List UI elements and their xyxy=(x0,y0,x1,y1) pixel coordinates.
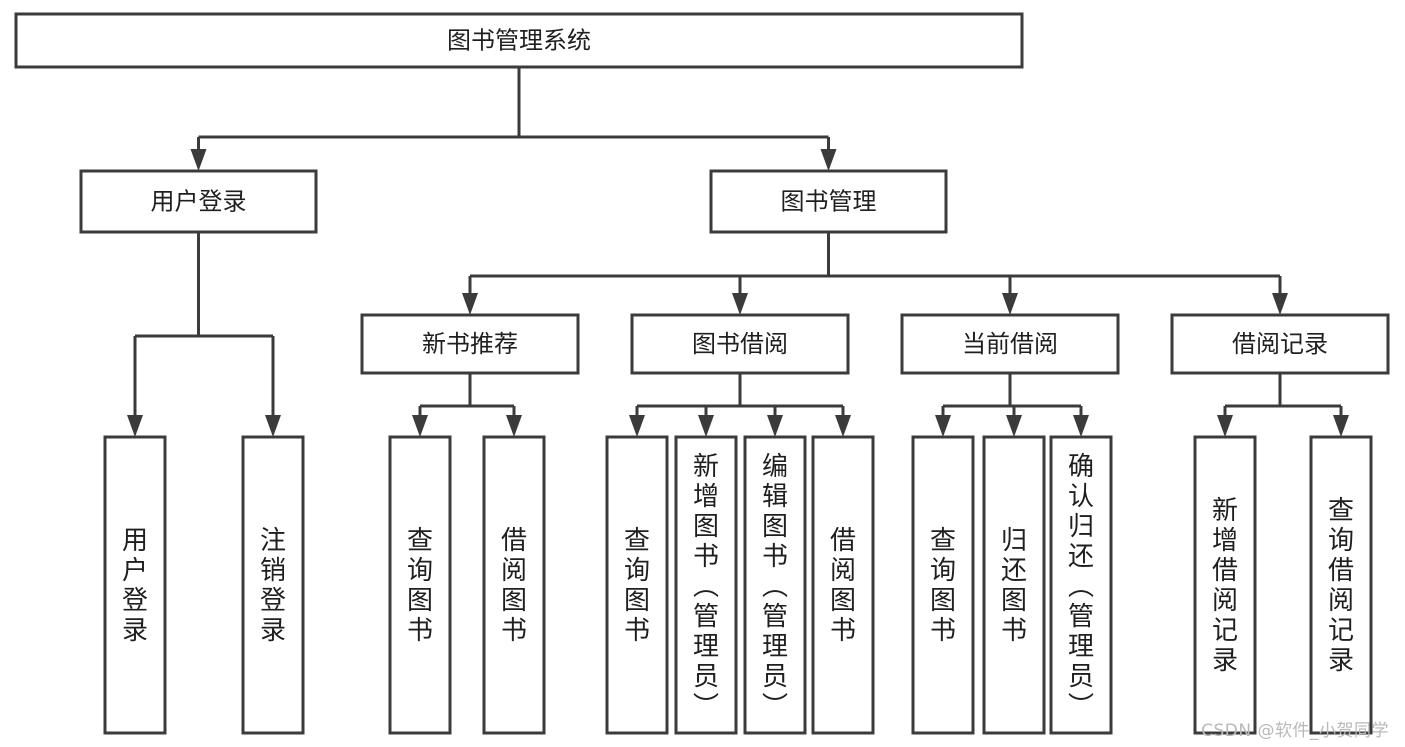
node-label-leaf-return-book: 归还图书 xyxy=(1001,526,1027,646)
arrow-head-icon xyxy=(127,415,143,437)
node-label-leaf-logout: 注销登录 xyxy=(260,526,286,646)
node-box-leaf-query-book-1[interactable] xyxy=(388,435,452,735)
node-box-new-book-recommend[interactable] xyxy=(360,313,580,375)
arrow-head-icon xyxy=(412,415,428,437)
node-box-book-management[interactable] xyxy=(709,169,948,234)
node-leaf-query-book-3[interactable]: 查询图书 xyxy=(911,435,975,735)
node-leaf-logout[interactable]: 注销登录 xyxy=(241,435,305,735)
arrow-head-icon xyxy=(629,415,645,437)
node-box-borrow-record[interactable] xyxy=(1170,313,1390,375)
node-box-leaf-logout[interactable] xyxy=(241,435,305,735)
arrow-head-icon xyxy=(1217,415,1233,437)
node-box-leaf-query-book-2[interactable] xyxy=(605,435,669,735)
arrow-head-icon xyxy=(820,149,837,171)
node-label-leaf-edit-book: 编辑图书︵管理员︶ xyxy=(762,452,788,722)
node-leaf-borrow-book-1[interactable]: 借阅图书 xyxy=(482,435,546,735)
node-box-leaf-add-record[interactable] xyxy=(1193,435,1257,735)
node-leaf-add-record[interactable]: 新增借阅记录 xyxy=(1193,435,1257,735)
node-borrow-record[interactable]: 借阅记录 xyxy=(1170,313,1390,375)
node-label-book-borrow: 图书借阅 xyxy=(692,330,788,358)
node-label-book-management: 图书管理 xyxy=(781,188,877,216)
node-book-management[interactable]: 图书管理 xyxy=(709,169,948,234)
node-label-root: 图书管理系统 xyxy=(447,27,591,55)
node-label-leaf-user-login: 用户登录 xyxy=(122,526,148,646)
node-label-leaf-query-book-3: 查询图书 xyxy=(930,526,956,646)
node-book-borrow[interactable]: 图书借阅 xyxy=(630,313,850,375)
node-box-leaf-query-book-3[interactable] xyxy=(911,435,975,735)
node-label-leaf-borrow-book-2: 借阅图书 xyxy=(830,526,856,646)
arrow-head-icon xyxy=(767,415,783,437)
connector-group-book-borrow xyxy=(629,373,851,437)
node-leaf-return-book[interactable]: 归还图书 xyxy=(982,435,1046,735)
arrow-head-icon xyxy=(265,415,281,437)
connector-group-new-book-recommend xyxy=(412,373,522,437)
node-label-new-book-recommend: 新书推荐 xyxy=(422,330,518,358)
node-leaf-add-book[interactable]: 新增图书︵管理员︶ xyxy=(674,435,738,735)
node-leaf-query-record[interactable]: 查询借阅记录 xyxy=(1309,435,1373,735)
arrow-head-icon xyxy=(506,415,522,437)
node-box-user-login[interactable] xyxy=(79,169,318,234)
node-label-leaf-add-record: 新增借阅记录 xyxy=(1212,496,1238,676)
arrow-head-icon xyxy=(1073,415,1089,437)
arrow-head-icon xyxy=(1333,415,1349,437)
node-label-borrow-record: 借阅记录 xyxy=(1232,330,1328,358)
node-box-leaf-user-login[interactable] xyxy=(103,435,167,735)
node-label-leaf-query-book-2: 查询图书 xyxy=(624,526,650,646)
node-new-book-recommend[interactable]: 新书推荐 xyxy=(360,313,580,375)
node-label-current-borrow: 当前借阅 xyxy=(962,330,1058,358)
arrow-head-icon xyxy=(1272,293,1288,315)
node-leaf-borrow-book-2[interactable]: 借阅图书 xyxy=(811,435,875,735)
node-leaf-confirm-return[interactable]: 确认归还︵管理员︶ xyxy=(1049,435,1113,735)
node-label-leaf-query-book-1: 查询图书 xyxy=(407,526,433,646)
node-box-leaf-return-book[interactable] xyxy=(982,435,1046,735)
node-root[interactable]: 图书管理系统 xyxy=(14,12,1024,69)
node-user-login[interactable]: 用户登录 xyxy=(79,169,318,234)
node-leaf-query-book-1[interactable]: 查询图书 xyxy=(388,435,452,735)
arrow-head-icon xyxy=(1002,293,1018,315)
node-label-leaf-query-record: 查询借阅记录 xyxy=(1328,496,1354,676)
node-leaf-edit-book[interactable]: 编辑图书︵管理员︶ xyxy=(743,435,807,735)
node-leaf-query-book-2[interactable]: 查询图书 xyxy=(605,435,669,735)
node-box-leaf-add-book[interactable] xyxy=(674,435,738,735)
arrow-head-icon xyxy=(1006,415,1022,437)
node-label-leaf-add-book: 新增图书︵管理员︶ xyxy=(693,452,719,722)
connector-group-current-borrow xyxy=(935,373,1089,437)
node-label-leaf-confirm-return: 确认归还︵管理员︶ xyxy=(1068,452,1094,722)
arrow-head-icon xyxy=(835,415,851,437)
connector-layer xyxy=(127,67,1349,437)
node-box-book-borrow[interactable] xyxy=(630,313,850,375)
node-current-borrow[interactable]: 当前借阅 xyxy=(900,313,1120,375)
arrow-head-icon xyxy=(935,415,951,437)
node-box-leaf-edit-book[interactable] xyxy=(743,435,807,735)
node-box-leaf-borrow-book-1[interactable] xyxy=(482,435,546,735)
node-box-root[interactable] xyxy=(14,12,1024,69)
node-layer: 图书管理系统用户登录图书管理新书推荐图书借阅当前借阅借阅记录用户登录注销登录查询… xyxy=(14,12,1390,735)
connector-group-book-management xyxy=(462,232,1288,315)
connector-group-borrow-record xyxy=(1217,373,1349,437)
connector-group-root xyxy=(190,67,837,171)
arrow-head-icon xyxy=(190,149,207,171)
connector-group-user-login xyxy=(127,232,281,437)
node-box-leaf-borrow-book-2[interactable] xyxy=(811,435,875,735)
node-box-leaf-query-record[interactable] xyxy=(1309,435,1373,735)
node-box-leaf-confirm-return[interactable] xyxy=(1049,435,1113,735)
node-box-current-borrow[interactable] xyxy=(900,313,1120,375)
node-leaf-user-login[interactable]: 用户登录 xyxy=(103,435,167,735)
arrow-head-icon xyxy=(732,293,748,315)
arrow-head-icon xyxy=(462,293,478,315)
watermark-text: CSDN @软件_小贺同学 xyxy=(1201,721,1389,741)
arrow-head-icon xyxy=(698,415,714,437)
node-label-leaf-borrow-book-1: 借阅图书 xyxy=(501,526,527,646)
node-label-user-login: 用户登录 xyxy=(151,188,247,216)
